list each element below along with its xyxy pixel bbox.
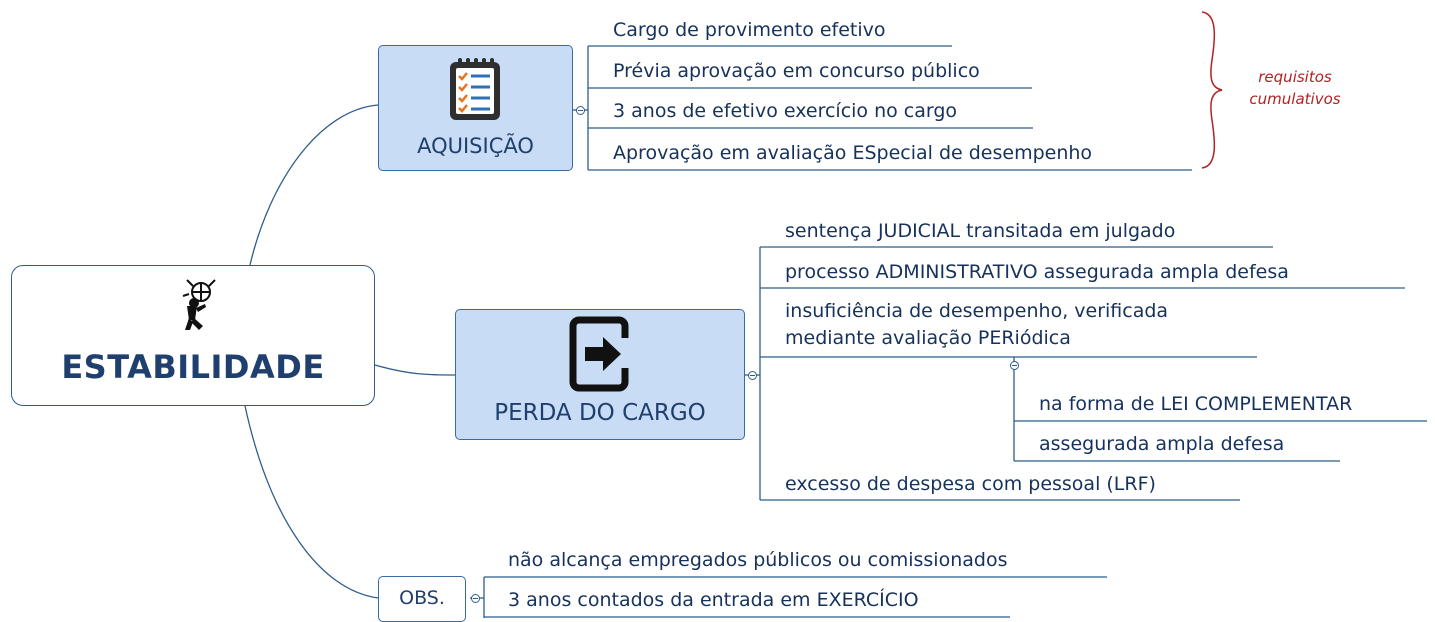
note-line: cumulativos bbox=[1249, 90, 1341, 108]
leaf-line: insuficiência de desempenho, verificada bbox=[785, 300, 1169, 322]
collapse-toggle[interactable] bbox=[1010, 361, 1019, 370]
note-line: requisitos bbox=[1258, 68, 1332, 86]
leaf-item[interactable]: processo ADMINISTRATIVO assegurada ampla… bbox=[785, 261, 1289, 283]
person-figure-icon bbox=[182, 279, 216, 330]
leaf-item[interactable]: Cargo de provimento efetivo bbox=[613, 19, 886, 41]
leaf-item[interactable]: 3 anos contados da entrada em EXERCÍCIO bbox=[508, 589, 919, 611]
collapse-toggle[interactable] bbox=[471, 594, 480, 603]
leaf-line: mediante avaliação PERiódica bbox=[785, 327, 1071, 349]
leaf-item[interactable]: 3 anos de efetivo exercício no cargo bbox=[613, 100, 958, 122]
branch-label: AQUISIÇÃO bbox=[417, 134, 534, 158]
sub-leaf-item[interactable]: assegurada ampla defesa bbox=[1039, 433, 1285, 455]
collapse-toggle[interactable] bbox=[576, 106, 585, 115]
checklist-icon bbox=[450, 58, 500, 120]
annotation-note: requisitos cumulativos bbox=[1240, 66, 1350, 110]
branch-label: PERDA DO CARGO bbox=[494, 400, 706, 426]
branch-perda-do-cargo[interactable]: PERDA DO CARGO bbox=[455, 309, 745, 440]
collapse-toggle[interactable] bbox=[748, 371, 757, 380]
leaf-item[interactable]: não alcança empregados públicos ou comis… bbox=[508, 549, 1008, 571]
sub-leaf-item[interactable]: na forma de LEI COMPLEMENTAR bbox=[1039, 393, 1353, 415]
branch-aquisicao[interactable]: AQUISIÇÃO bbox=[378, 45, 573, 171]
leaf-item-multiline[interactable]: insuficiência de desempenho, verificada … bbox=[785, 298, 1168, 352]
leaf-item[interactable]: Prévia aprovação em concurso público bbox=[613, 60, 980, 82]
central-topic[interactable]: ESTABILIDADE bbox=[11, 265, 375, 406]
leaf-item[interactable]: Aprovação em avaliação ESpecial de desem… bbox=[613, 142, 1093, 164]
branch-label: OBS. bbox=[399, 587, 445, 609]
exit-door-icon bbox=[569, 316, 631, 392]
leaf-item[interactable]: sentença JUDICIAL transitada em julgado bbox=[785, 220, 1176, 242]
branch-obs[interactable]: OBS. bbox=[378, 576, 466, 622]
leaf-item[interactable]: excesso de despesa com pessoal (LRF) bbox=[785, 473, 1156, 495]
central-title: ESTABILIDADE bbox=[61, 348, 325, 386]
